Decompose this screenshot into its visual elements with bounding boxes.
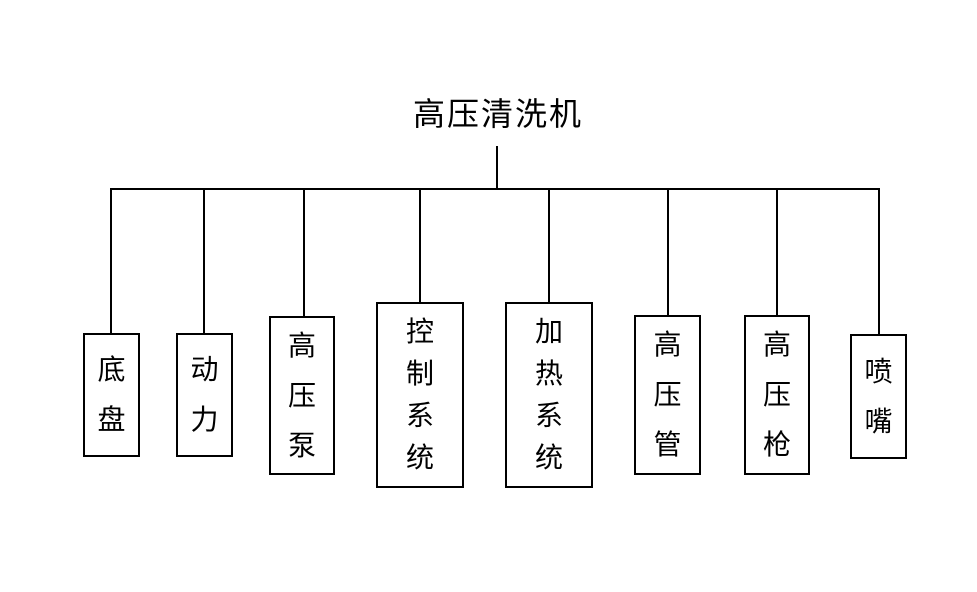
node-hp-pump: 高压泵 <box>269 316 335 475</box>
node-chassis: 底盘 <box>83 333 140 457</box>
drop-line-nozzle <box>878 188 880 334</box>
drop-line-control-system <box>419 188 421 302</box>
drop-line-hp-gun <box>776 188 778 315</box>
node-heating-system-label: 加热系统 <box>535 316 564 473</box>
drop-line-chassis <box>110 188 112 333</box>
node-hp-pipe: 高压管 <box>634 315 701 475</box>
node-hp-pump-label: 高压泵 <box>288 329 317 461</box>
diagram-title: 高压清洗机 <box>412 96 583 132</box>
drop-line-power <box>203 188 205 333</box>
node-control-system: 控制系统 <box>376 302 464 488</box>
node-power-label: 动力 <box>190 354 219 435</box>
root-connector-line <box>496 146 498 188</box>
node-power: 动力 <box>176 333 233 457</box>
node-control-system-label: 控制系统 <box>406 316 435 473</box>
node-hp-pipe-label: 高压管 <box>653 329 682 460</box>
drop-line-hp-pump <box>303 188 305 316</box>
node-heating-system: 加热系统 <box>505 302 593 488</box>
node-hp-gun: 高压枪 <box>744 315 810 475</box>
drop-line-hp-pipe <box>667 188 669 315</box>
drop-line-heating-system <box>548 188 550 302</box>
node-chassis-label: 底盘 <box>97 354 126 435</box>
node-nozzle: 喷嘴 <box>850 334 907 459</box>
node-hp-gun-label: 高压枪 <box>763 329 792 460</box>
horizontal-bus-line <box>111 188 880 190</box>
node-nozzle-label: 喷嘴 <box>864 355 893 437</box>
